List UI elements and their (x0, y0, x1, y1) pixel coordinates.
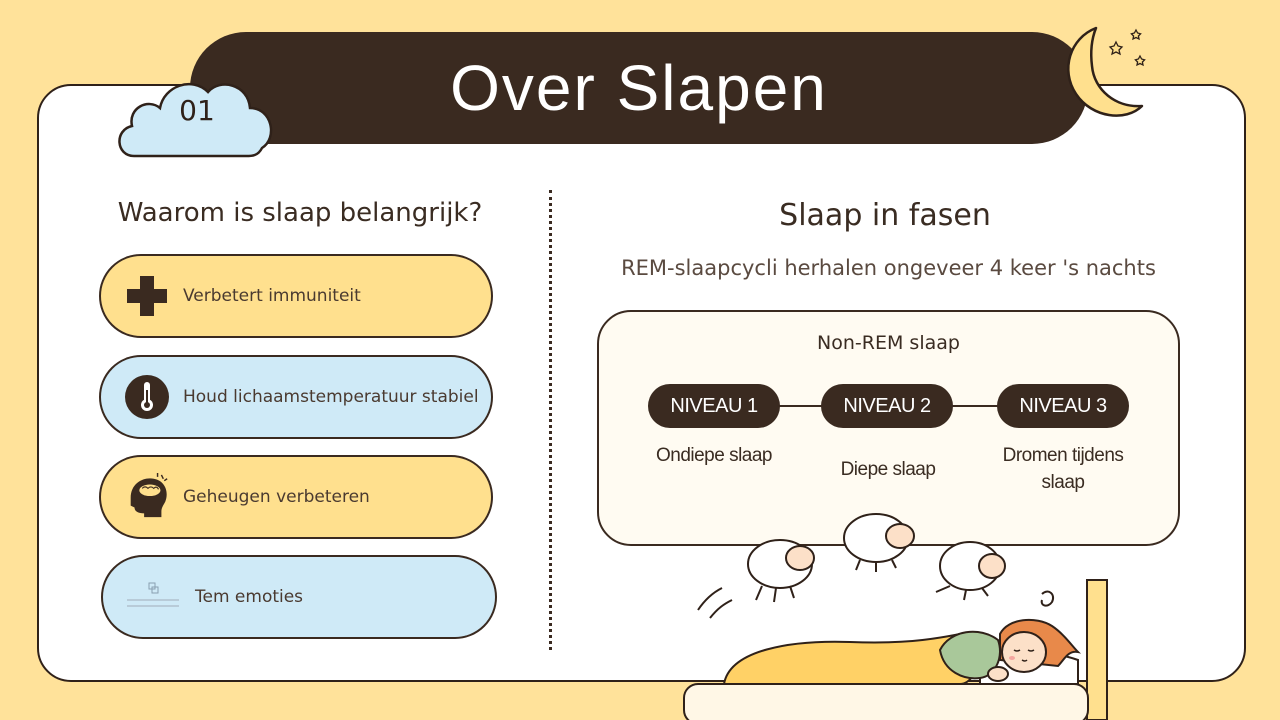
benefit-label: Verbetert immuniteit (183, 286, 361, 306)
plus-cross-icon (123, 272, 171, 320)
moon-icon (1067, 26, 1146, 117)
benefit-label: Houd lichaamstemperatuur stabiel (183, 387, 479, 407)
level-connector (778, 405, 824, 407)
subtitle: REM-slaapcycli herhalen ongeveer 4 keer … (621, 256, 1156, 280)
level-description: Dromen tijdens slaap (1002, 445, 1124, 493)
section-number: 01 (179, 94, 215, 127)
benefit-item-memory: Geheugen verbeteren (99, 455, 493, 539)
phase-box (597, 310, 1180, 546)
benefit-item-immunity: Verbetert immuniteit (99, 254, 493, 338)
level-badge: NIVEAU 2 (821, 384, 953, 428)
benefit-item-emotions: Tem emoties (101, 555, 497, 639)
level-description: Diepe slaap (840, 459, 936, 480)
level-description: Ondiepe slaap (655, 445, 773, 466)
left-heading: Waarom is slaap belangrijk? (117, 198, 483, 228)
benefit-item-temperature: Houd lichaamstemperatuur stabiel (99, 355, 493, 439)
title-bar: Over Slapen (190, 32, 1088, 144)
thermometer-icon (123, 373, 171, 421)
cloud-icon (118, 82, 273, 158)
level-connector (952, 405, 1000, 407)
sheep-icon (935, 541, 1006, 601)
benefit-label: Tem emoties (195, 587, 304, 607)
emotion-logo-icon (123, 573, 183, 621)
star-icon (1108, 28, 1146, 67)
column-divider (549, 190, 552, 650)
sleeping-girl-illustration (683, 513, 1108, 720)
level-badge: NIVEAU 3 (997, 384, 1129, 428)
level-badge: NIVEAU 1 (648, 384, 780, 428)
benefit-label: Geheugen verbeteren (183, 487, 370, 507)
page-title: Over Slapen (450, 52, 828, 124)
sheep-icon (843, 513, 915, 572)
phase-label: Non-REM slaap (817, 332, 960, 354)
brain-head-icon (123, 473, 171, 521)
right-heading: Slaap in fasen (779, 198, 991, 233)
sheep-icon (747, 539, 815, 603)
